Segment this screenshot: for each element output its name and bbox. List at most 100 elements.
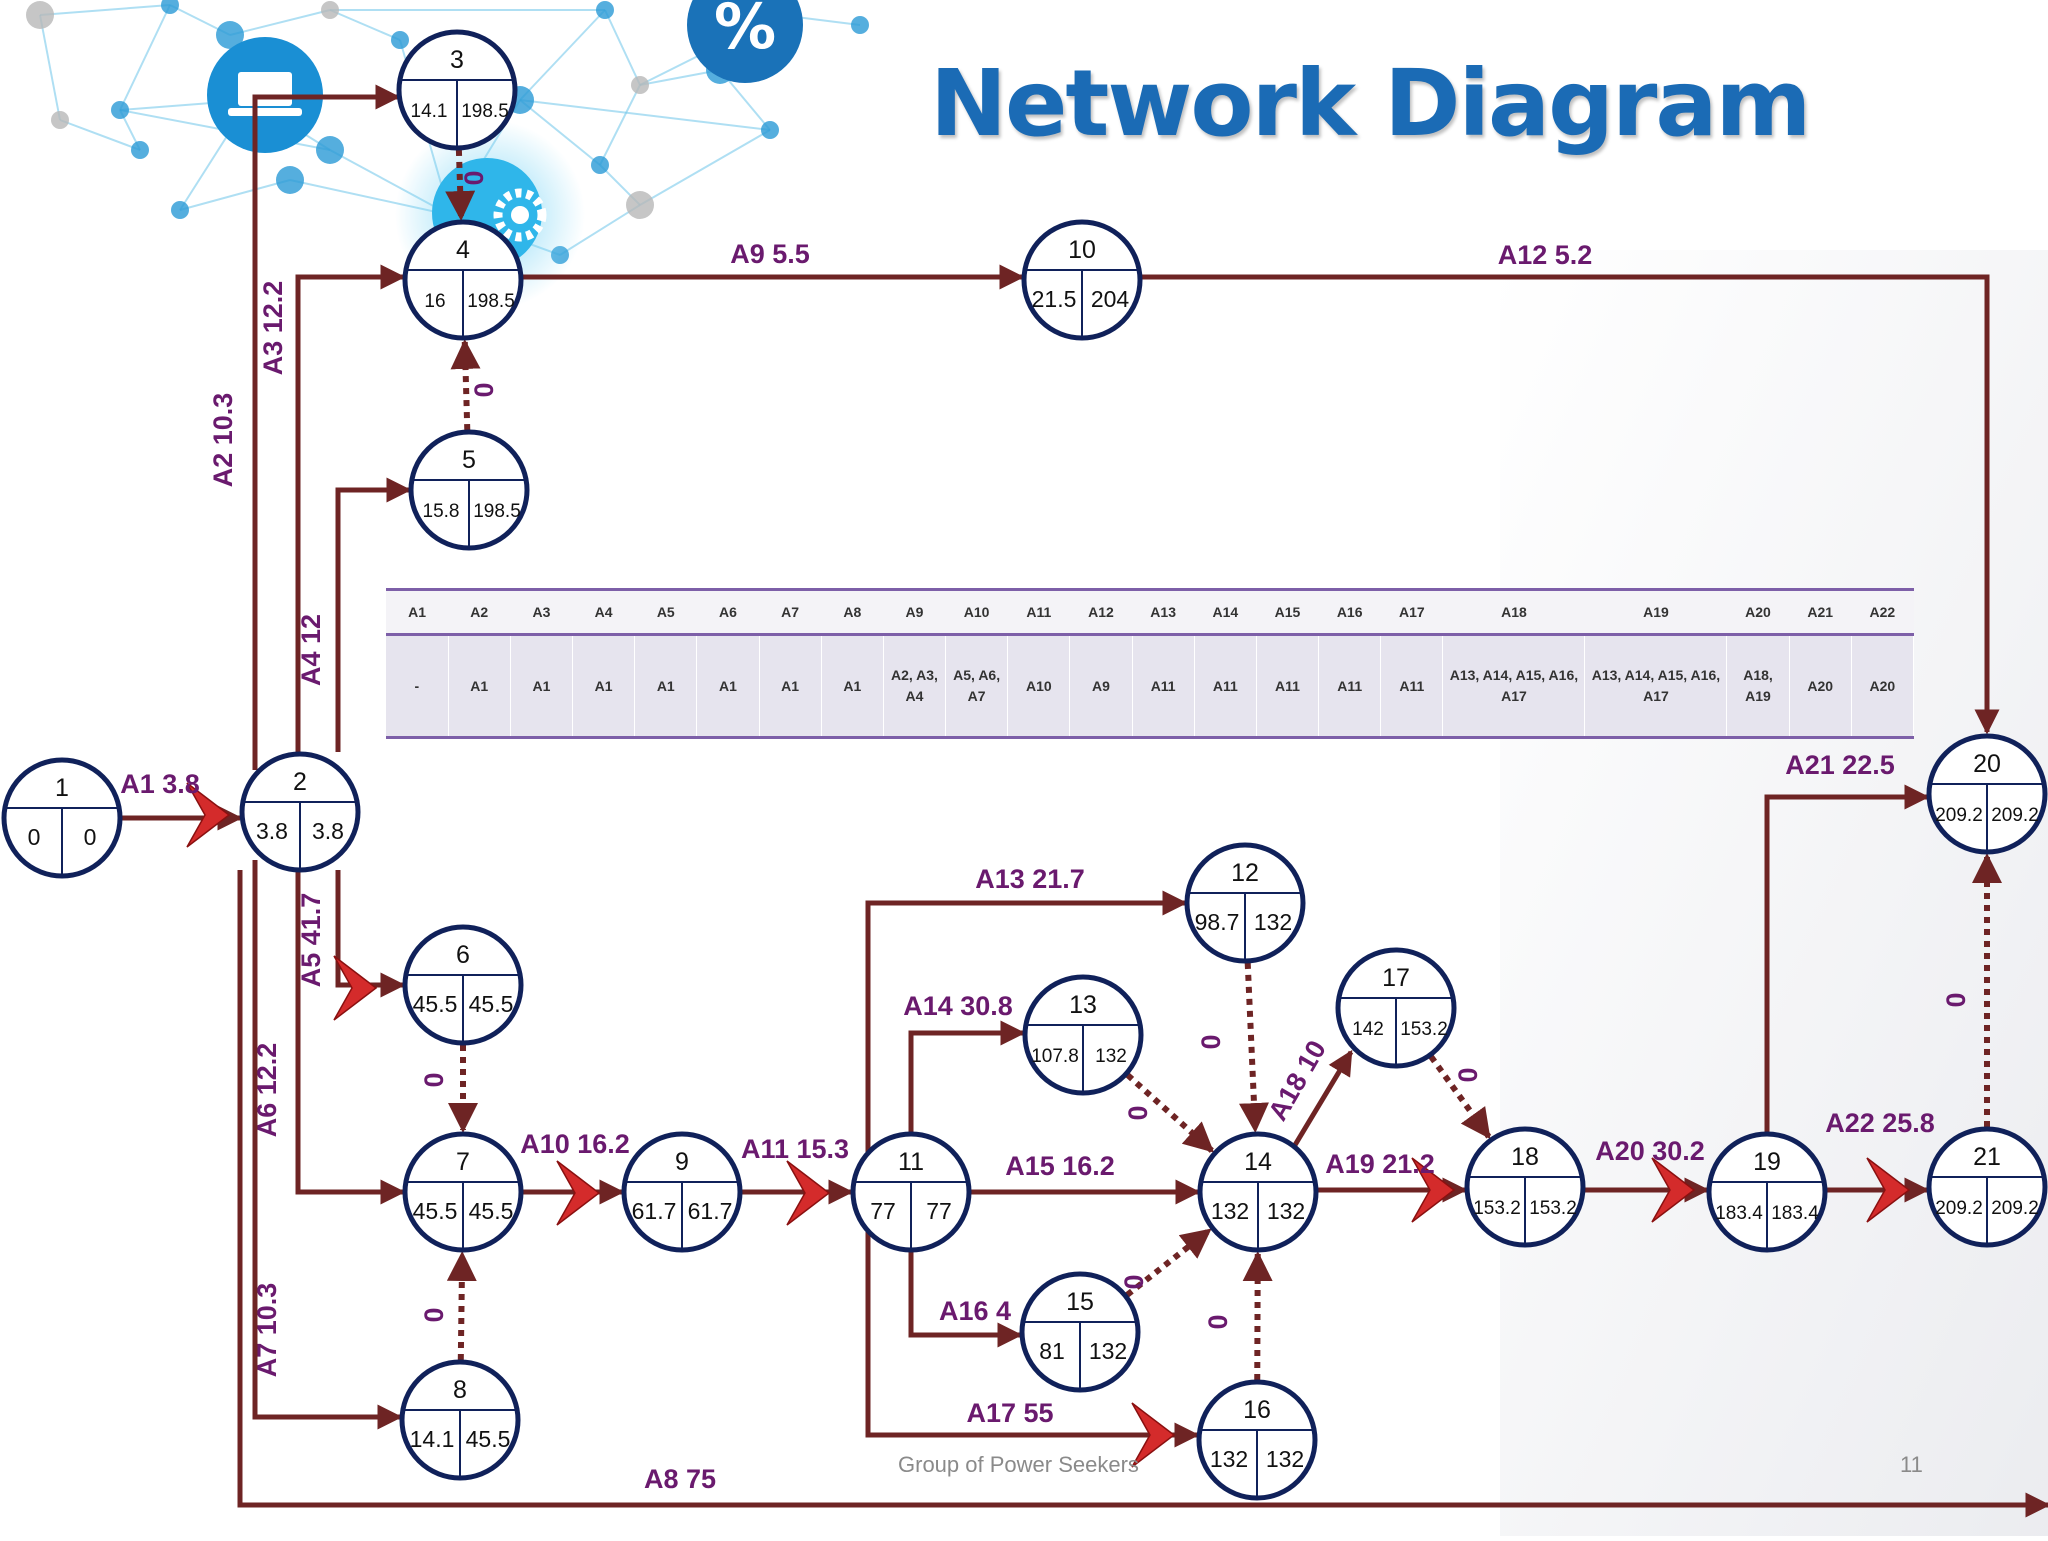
activity-arrows <box>122 84 2048 1518</box>
network-dot <box>596 1 614 19</box>
node-earliest-time: 153.2 <box>1473 1198 1521 1219</box>
footer-text: Group of Power Seekers <box>898 1452 1139 1477</box>
network-link <box>519 99 771 131</box>
node-earliest-time: 107.8 <box>1031 1046 1079 1067</box>
network-dot <box>316 136 344 164</box>
node-latest-time: 204 <box>1091 286 1130 312</box>
table-cell: A11 <box>1194 634 1257 739</box>
table-cell: A20 <box>1851 634 1915 739</box>
dummy-arrow <box>1428 1054 1492 1140</box>
activity-label-a12: A12 5.2 <box>1498 240 1593 270</box>
table-cell: A11 <box>1380 634 1444 739</box>
node-earliest-time: 61.7 <box>632 1198 677 1224</box>
network-link <box>599 84 641 166</box>
node-latest-time: 45.5 <box>466 1426 511 1452</box>
activity-arrow-a17 <box>865 1232 1200 1448</box>
node-latest-time: 209.2 <box>1991 1198 2039 1219</box>
gear-icon-teeth <box>493 188 547 242</box>
activity-label-a17: A17 55 <box>966 1398 1053 1428</box>
page-number: 11 <box>1900 1452 1923 1477</box>
node-earliest-time: 98.7 <box>1195 909 1240 935</box>
node-earliest-time: 77 <box>870 1198 896 1224</box>
activity-label-a10: A10 16.2 <box>520 1129 630 1159</box>
node-id: 15 <box>1066 1288 1094 1316</box>
network-link <box>229 9 331 36</box>
node-earliest-time: 16 <box>424 291 445 312</box>
node-id: 11 <box>898 1148 924 1176</box>
critical-path-markers <box>186 782 1911 1468</box>
network-link <box>604 9 641 86</box>
table-cell: A1 <box>759 634 822 739</box>
table-cell: A9 <box>1069 634 1133 739</box>
node-id: 3 <box>450 46 464 74</box>
network-dot <box>26 1 54 29</box>
node-earliest-time: 132 <box>1211 1198 1249 1224</box>
dummy-label: 0 <box>459 170 489 185</box>
table-cell: A11 <box>1132 634 1195 739</box>
table-header-cell: A21 <box>1789 588 1852 636</box>
table-header-cell: A7 <box>759 588 822 636</box>
dummy-label: 0 <box>1203 1314 1233 1329</box>
activity-label-a16: A16 4 <box>939 1296 1011 1326</box>
node-latest-time: 132 <box>1089 1338 1127 1364</box>
network-dot <box>391 31 409 49</box>
activity-label-a9: A9 5.5 <box>730 239 810 269</box>
laptop-icon-screen <box>238 72 292 106</box>
network-link <box>179 179 291 211</box>
node-latest-time: 45.5 <box>469 991 514 1017</box>
table-header-cell: A20 <box>1726 588 1790 636</box>
network-dot <box>216 21 244 49</box>
activity-arrow-a18 <box>1292 1049 1354 1147</box>
network-link <box>519 99 601 166</box>
table-header-cell: A3 <box>510 588 573 636</box>
table-header-cell: A12 <box>1069 588 1133 636</box>
gear-icon-hub <box>511 206 529 224</box>
node-id: 20 <box>1973 750 2001 778</box>
dummy-arrow <box>446 1250 477 1361</box>
network-dot <box>591 156 609 174</box>
dummy-label: 0 <box>1119 1274 1149 1289</box>
table-cell: A11 <box>1318 634 1382 739</box>
node-earliest-time: 142 <box>1352 1019 1384 1040</box>
activity-arrow-a3 <box>295 264 406 752</box>
table-header-cell: A2 <box>448 588 511 636</box>
node-latest-time: 132 <box>1266 1446 1304 1472</box>
critical-chevron <box>556 1160 601 1226</box>
activity-label-a18: A18 10 <box>1262 1035 1332 1125</box>
node-id: 6 <box>456 941 470 969</box>
table-cell: A2, A3, A4 <box>883 634 947 739</box>
node-earliest-time: 209.2 <box>1935 805 1983 826</box>
node-latest-time: 183.4 <box>1771 1203 1819 1224</box>
node-id: 2 <box>293 768 307 796</box>
activity-label-a1: A1 3.8 <box>120 769 200 799</box>
node-id: 14 <box>1244 1148 1272 1176</box>
table-header-cell: A13 <box>1132 588 1195 636</box>
node-id: 21 <box>1973 1143 2001 1171</box>
network-dot <box>276 166 304 194</box>
node-latest-time: 198.5 <box>467 291 515 312</box>
table-cell: A18, A19 <box>1726 634 1790 739</box>
dummy-label: 0 <box>419 1072 449 1087</box>
table-header-cell: A22 <box>1851 588 1914 636</box>
node-latest-time: 153.2 <box>1400 1019 1448 1040</box>
dummy-label: 0 <box>469 382 499 397</box>
table-header-cell: A9 <box>883 588 946 636</box>
activity-arrow-a5 <box>335 870 406 998</box>
node-earliest-time: 14.1 <box>410 1426 455 1452</box>
critical-chevron <box>1411 1157 1456 1223</box>
activity-label-a11: A11 15.3 <box>741 1134 849 1164</box>
